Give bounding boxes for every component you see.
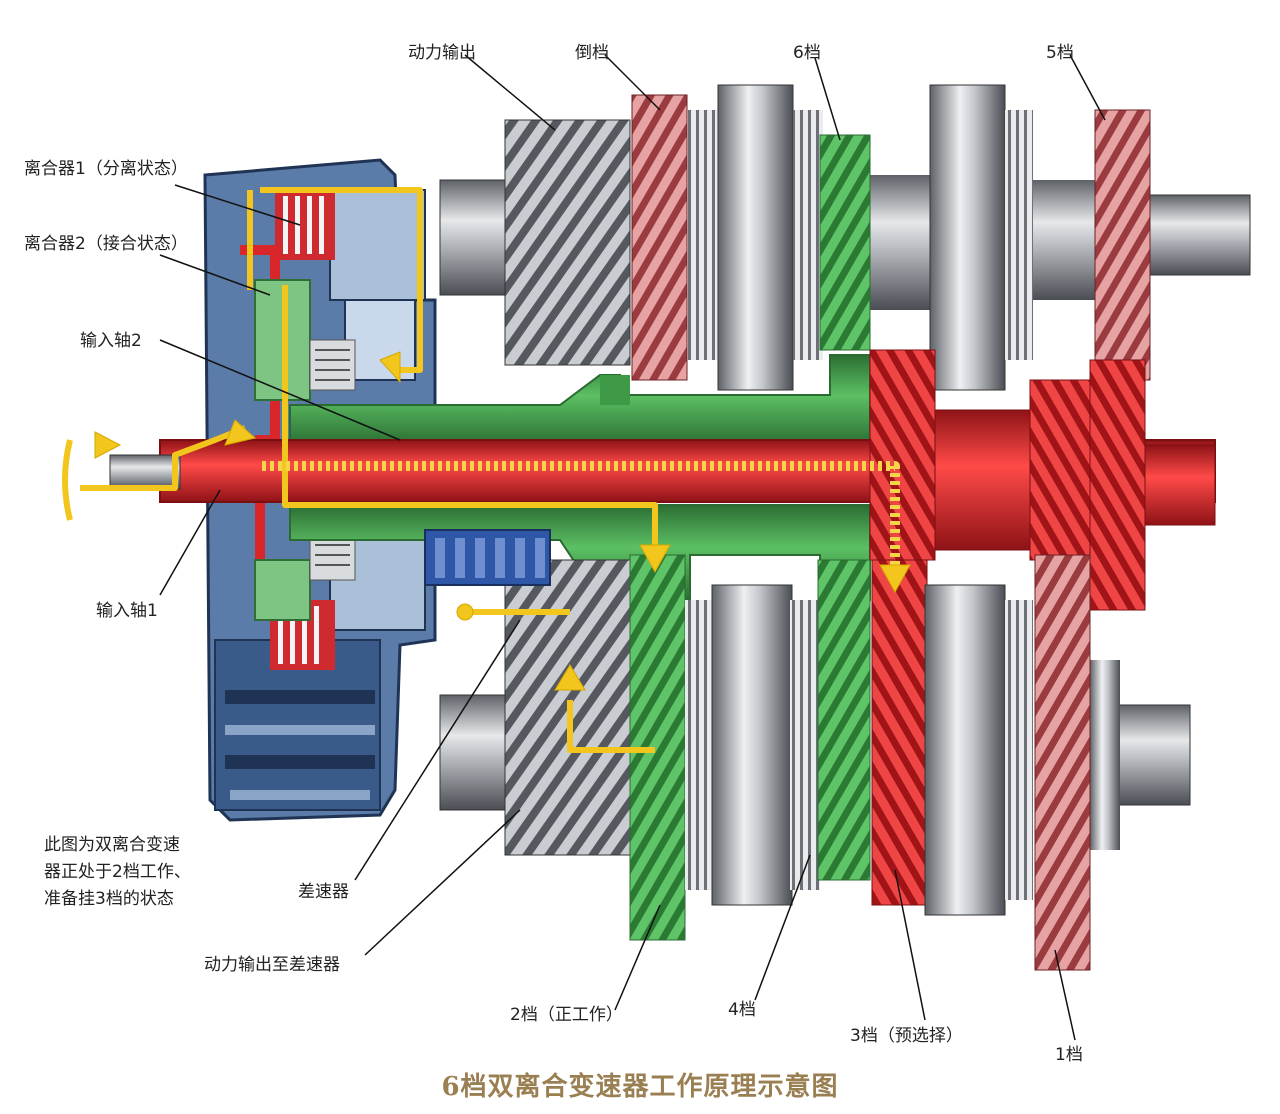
leader-lines: [159, 54, 1106, 1041]
label-reverse-gear: 倒档: [575, 43, 609, 63]
label-gear-4: 4档: [728, 1000, 756, 1020]
flow-arrows: [94, 351, 911, 691]
label-input-shaft-1: 输入轴1: [96, 601, 158, 621]
label-gear-3: 3档（预选择）: [850, 1026, 963, 1046]
power-flow-path: [62, 187, 900, 753]
label-gear-1: 1档: [1055, 1045, 1083, 1065]
label-gear-6: 6档: [793, 43, 821, 63]
label-differential: 差速器: [298, 882, 349, 902]
label-input-shaft-2: 输入轴2: [80, 331, 142, 351]
state-note-line-3: 准备挂3档的状态: [44, 889, 174, 909]
upper-gears: [504, 84, 1151, 391]
state-note-line-2: 器正处于2档工作、: [44, 862, 191, 882]
lower-gears: [424, 529, 1091, 971]
label-gear-2: 2档（正工作）: [510, 1005, 623, 1025]
input-shaft-2: [289, 354, 871, 601]
label-power-to-differential: 动力输出至差速器: [204, 955, 340, 975]
lower-output-shaft: [439, 660, 1191, 850]
state-note: 此图为双离合变速 器正处于2档工作、 准备挂3档的状态: [44, 832, 191, 913]
upper-output-shaft: [439, 175, 1251, 310]
diagram-caption: 6档双离合变速器工作原理示意图: [441, 1072, 839, 1102]
state-note-line-1: 此图为双离合变速: [44, 835, 180, 855]
label-gear-5: 5档: [1046, 43, 1074, 63]
label-power-output: 动力输出: [408, 43, 476, 63]
label-clutch-1: 离合器1（分离状态）: [24, 159, 188, 179]
label-clutch-2: 离合器2（接合状态）: [24, 234, 188, 254]
